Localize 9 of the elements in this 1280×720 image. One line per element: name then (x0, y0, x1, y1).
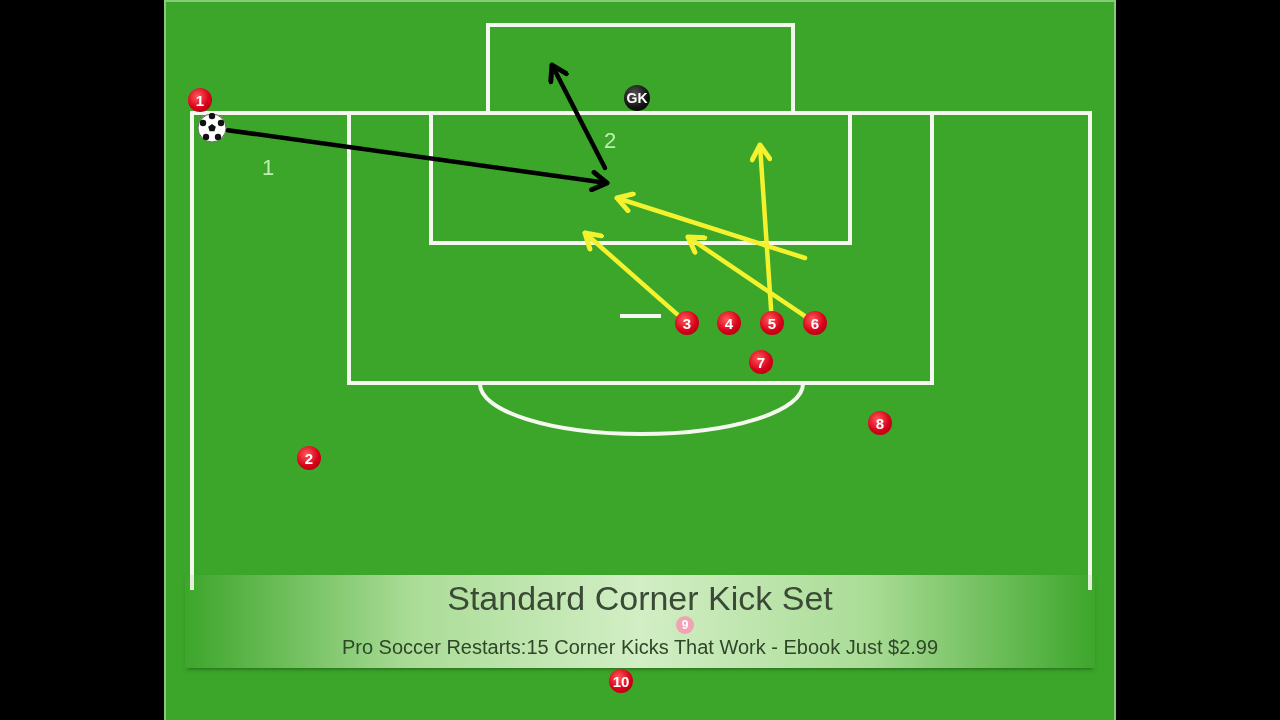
arrow (225, 127, 610, 193)
arrow (685, 234, 807, 318)
soccer-ball-icon (197, 113, 227, 143)
arrow-label: 2 (603, 129, 617, 153)
title-text: Standard Corner Kick Set (446, 580, 834, 616)
arrow (749, 142, 774, 313)
caption-text: Pro Soccer Restarts:15 Corner Kicks That Work - Ebook Just $2.99 (340, 635, 940, 659)
arrow (582, 230, 680, 317)
edge-label: 1 (261, 156, 275, 180)
